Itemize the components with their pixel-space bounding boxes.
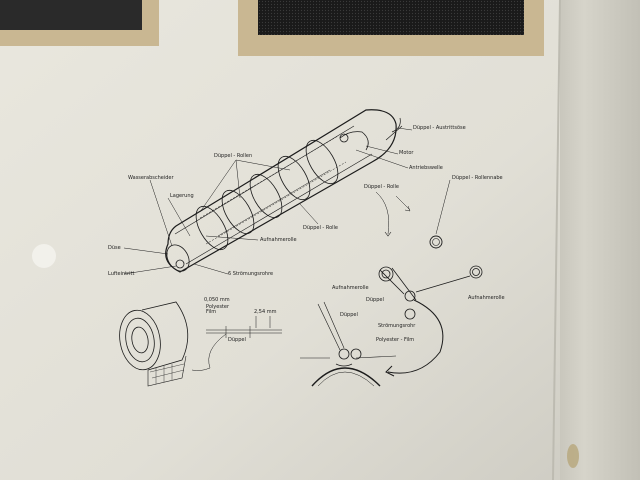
label-lagerung: Lagerung [170, 193, 194, 199]
label-dueppel-rolle-mid: Düppel - Rolle [303, 225, 338, 231]
label-aufnahmerolle: Aufnahmerolle [260, 237, 297, 243]
label-aufnahmerolle-3: Aufnahmerolle [468, 295, 505, 301]
label-motor: Motor [399, 150, 414, 156]
label-dueppel-austritt: Düppel - Austrittsöse [413, 125, 466, 131]
label-wasserabscheider: Wasserabscheider [128, 175, 174, 181]
label-polyester-film-2: Polyester - Film [376, 337, 415, 343]
label-dueppel-3: Düppel [340, 312, 358, 318]
roll-hub-detail [375, 191, 443, 249]
label-lufteintritt: Lufteintritt [108, 271, 135, 277]
wall-corner [560, 0, 640, 480]
wall-main [0, 0, 575, 480]
label-duese: Düse [108, 245, 121, 251]
mechanism-diagram [300, 265, 483, 387]
dispenser-capsule [165, 109, 403, 273]
label-strip-width: 2,54 mm [254, 309, 277, 315]
label-antriebswelle: Antriebswelle [409, 165, 443, 171]
wall-hole [32, 244, 56, 268]
label-film-thickness: 0,050 mm [204, 297, 230, 303]
left-frame [0, 0, 159, 46]
top-frame [238, 0, 544, 56]
leader-lines [123, 127, 451, 275]
label-dueppel-2: Düppel [366, 297, 384, 303]
wall-edge-line [552, 0, 561, 480]
label-aufnahmerolle-2: Aufnahmerolle [332, 285, 369, 291]
film-section [191, 316, 282, 371]
film-roll [119, 301, 189, 387]
label-dueppel-rollen: Düppel - Rollen [214, 153, 253, 159]
label-polyester-film: Polyester Film [206, 304, 230, 315]
wall-stain [567, 444, 579, 468]
label-stroemungsrohre: 6 Strömungsrohre [228, 271, 274, 277]
label-dueppel-rollennabe: Düppel - Rollennabe [452, 175, 503, 181]
label-dueppel-rolle-top: Düppel - Rolle [364, 184, 399, 190]
label-dueppel-film: Düppel [228, 337, 246, 343]
label-stroemungsrohr: Strömungsrohr [378, 323, 416, 329]
